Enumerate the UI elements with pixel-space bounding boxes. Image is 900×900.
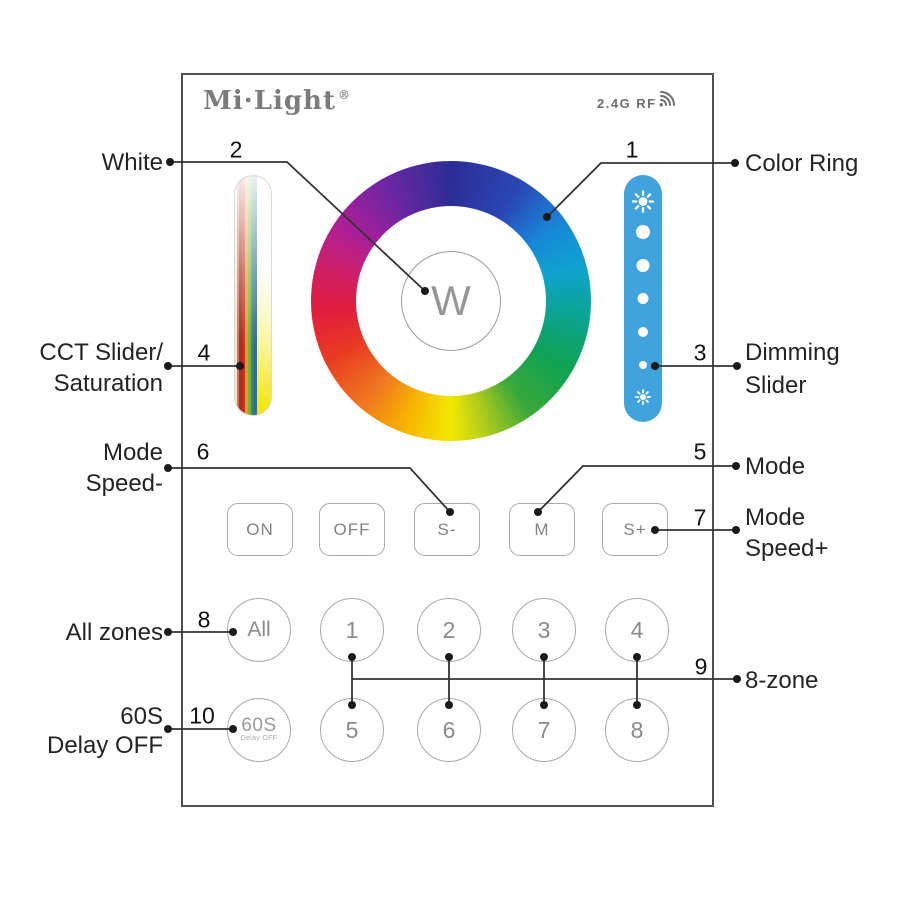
label-dimming: Dimming [745,339,840,366]
zone-8-label: 8 [630,716,644,743]
dimming-dot[interactable] [636,225,650,239]
zone-5-label: 5 [345,716,359,743]
label-8-zone: 8-zone [745,667,819,694]
zone-1-label: 1 [345,616,359,643]
brand-text: Mi·Light [203,86,336,116]
callout-number-9: 9 [694,653,708,680]
callout-number-4: 4 [197,339,211,366]
label-white: White [101,149,163,176]
speed-minus-label: S- [437,519,457,539]
brightness-max-icon [631,190,655,213]
label-dimming-slider: Slider [745,372,807,399]
white-button[interactable]: W [401,251,501,351]
dimming-dot[interactable] [639,361,647,369]
zone-4-button[interactable]: 4 [605,598,669,662]
speed-minus-button[interactable]: S- [414,503,480,556]
mode-button[interactable]: M [509,503,575,556]
zone-8-button[interactable]: 8 [605,698,669,762]
delay-off-top-label: 60S [241,715,277,736]
label-mode-speed-plus-1: Mode [745,504,806,531]
zone-6-label: 6 [442,716,456,743]
registered-mark: ® [337,88,350,103]
mode-button-label: M [534,519,550,539]
on-button[interactable]: ON [227,503,293,556]
callout-number-10: 10 [189,702,215,729]
label-all-zones: All zones [65,619,163,646]
cct-white-fade [235,176,271,415]
label-mode: Mode [745,453,806,480]
label-color-ring: Color Ring [745,150,859,177]
zone-2-label: 2 [442,616,456,643]
dimming-slider[interactable] [624,175,662,422]
callout-number-7: 7 [693,504,707,531]
zone-1-button[interactable]: 1 [320,598,384,662]
zone-6-button[interactable]: 6 [417,698,481,762]
zone-4-label: 4 [630,616,644,643]
callout-number-1: 1 [625,136,639,163]
cct-saturation-slider[interactable] [234,175,272,416]
delay-off-sub-label: Delay OFF [240,735,278,742]
label-mode-speed-plus-2: Speed+ [745,535,829,562]
callout-number-8: 8 [197,606,211,633]
label-delay-off: Delay OFF [46,732,163,759]
callout-number-5: 5 [693,438,707,465]
speed-plus-button[interactable]: S+ [602,503,668,556]
zone-7-label: 7 [537,716,551,743]
brand-logo: Mi·Light® [203,86,350,116]
zone-2-button[interactable]: 2 [417,598,481,662]
speed-plus-label: S+ [623,519,647,539]
delay-off-button[interactable]: 60S Delay OFF [227,698,291,762]
all-zones-label: All [247,618,271,641]
brightness-min-icon [635,389,651,405]
rf-signal-icon [659,91,675,107]
off-button[interactable]: OFF [319,503,385,556]
dimming-dot[interactable] [636,259,650,272]
white-button-label: W [431,277,471,324]
label-saturation: Saturation [53,370,163,397]
on-button-label: ON [246,519,274,539]
label-mode-speed-minus-1: Mode [102,439,163,466]
zone-7-button[interactable]: 7 [512,698,576,762]
dimming-dot[interactable] [638,327,648,337]
all-zones-button[interactable]: All [227,598,291,662]
callout-number-3: 3 [693,339,707,366]
dimming-dot[interactable] [637,293,649,304]
label-mode-speed-minus-2: Speed- [85,470,163,497]
zone-5-button[interactable]: 5 [320,698,384,762]
zone-3-button[interactable]: 3 [512,598,576,662]
callout-number-2: 2 [229,136,243,163]
rf-badge: 2.4G RF [597,91,678,111]
label-60s: 60S [120,703,163,730]
off-button-label: OFF [333,519,371,539]
label-cct-slider: CCT Slider/ [39,339,163,366]
zone-3-label: 3 [537,616,551,643]
rf-text: 2.4G RF [597,96,657,111]
callout-number-6: 6 [196,438,210,465]
